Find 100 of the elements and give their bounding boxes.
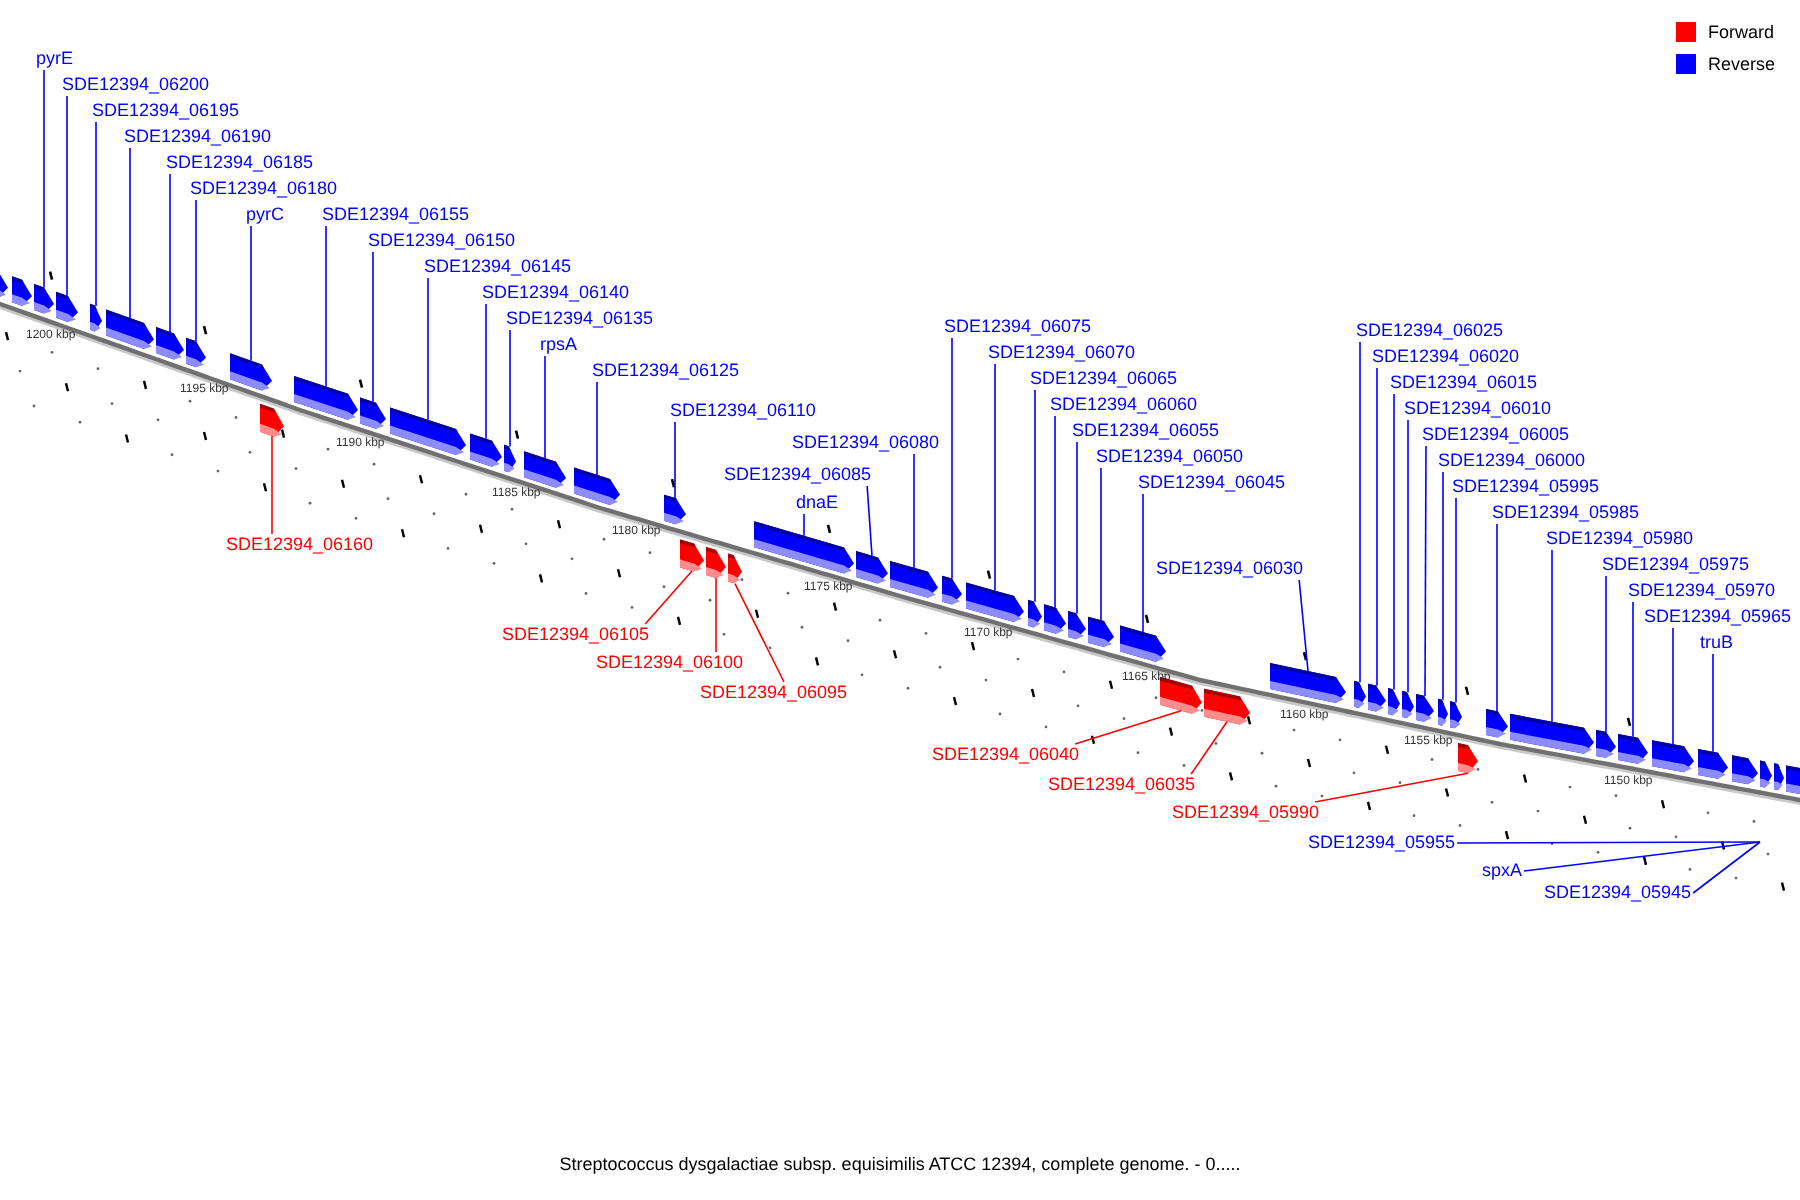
gene-block	[524, 451, 566, 488]
gene-label: SDE12394_06155	[322, 204, 470, 226]
leader-line	[1496, 523, 1498, 713]
gene-block	[360, 397, 386, 429]
gene-label: SDE12394_06105	[502, 624, 650, 646]
gene-block	[1068, 611, 1086, 640]
gene-label: SDE12394_06060	[1050, 394, 1198, 416]
gene-block	[856, 551, 888, 584]
gene-label: pyrC	[246, 204, 285, 226]
gene-block	[56, 291, 78, 323]
leader-line	[1632, 601, 1634, 738]
gene-block	[1698, 748, 1728, 779]
leader-line	[1376, 367, 1378, 687]
gene-label: SDE12394_06040	[932, 744, 1080, 766]
leader-line	[1034, 389, 1036, 603]
gene-label: SDE12394_05965	[1644, 606, 1792, 628]
gene-block	[680, 539, 704, 572]
gene-label: SDE12394_06055	[1072, 420, 1220, 442]
caption: Streptococcus dysgalactiae subsp. equisimilis ATCC 12394, complete genome. - 0.....	[557, 1154, 1243, 1174]
gene-label: SDE12394_06125	[592, 360, 740, 382]
gene-block	[1450, 701, 1462, 729]
leader-line	[1076, 441, 1078, 615]
gene-block	[1120, 625, 1166, 662]
leader-line	[372, 251, 374, 403]
leader-line	[43, 69, 45, 289]
leader-line	[1712, 653, 1714, 753]
gene-block	[966, 582, 1024, 622]
leader-line	[1359, 341, 1361, 683]
gene-label: SDE12394_06025	[1356, 320, 1504, 342]
leader-line	[1100, 467, 1102, 622]
gene-block	[728, 553, 742, 584]
leader-line	[271, 435, 273, 535]
gene-label: SDE12394_05980	[1546, 528, 1694, 550]
gene-label: SDE12394_06180	[190, 178, 338, 200]
gene-block	[1416, 694, 1434, 722]
gene-block	[574, 467, 620, 505]
gene-block	[1270, 662, 1346, 703]
gene-label: SDE12394_06075	[944, 316, 1092, 338]
gene-label: truB	[1700, 632, 1734, 654]
leader-line	[195, 199, 197, 343]
gene-label: dnaE	[796, 492, 839, 514]
leader-line	[509, 329, 511, 448]
gene-block	[1028, 599, 1042, 628]
leader-line	[674, 421, 676, 499]
leader-line	[913, 453, 915, 569]
gene-block	[1760, 760, 1772, 788]
gene-block	[754, 521, 854, 574]
gene-label: SDE12394_06010	[1404, 398, 1552, 420]
gene-block	[1402, 691, 1414, 719]
gene-label: SDE12394_06065	[1030, 368, 1178, 390]
gene-label: SDE12394_06200	[62, 74, 210, 96]
leader-line	[544, 355, 546, 459]
legend-label: Forward	[1708, 22, 1775, 42]
leader-line	[1442, 471, 1444, 701]
gene-label: SDE12394_05975	[1602, 554, 1750, 576]
gene-block	[890, 561, 938, 598]
gene-label: SDE12394_06035	[1048, 774, 1196, 796]
gene-label: SDE12394_06110	[670, 400, 816, 422]
leader-line	[734, 582, 785, 683]
gene-block	[1088, 616, 1114, 648]
gene-label: SDE12394_06030	[1156, 558, 1304, 580]
leader-line	[427, 277, 429, 421]
gene-label: SDE12394_06070	[988, 342, 1136, 364]
gene-label: SDE12394_06145	[424, 256, 572, 278]
gene-block	[1438, 698, 1448, 726]
gene-block	[156, 327, 184, 360]
gene-label: SDE12394_06050	[1096, 446, 1244, 468]
leader-line	[129, 147, 131, 319]
gene-label: pyrE	[36, 48, 74, 70]
gene-label: spxA	[1482, 860, 1523, 882]
gene-block	[1368, 683, 1386, 712]
leader-line	[644, 570, 693, 625]
gene-label: SDE12394_06135	[506, 308, 654, 330]
gene-block	[12, 276, 32, 306]
gene-label: SDE12394_06150	[368, 230, 516, 252]
gene-label: SDE12394_06100	[596, 652, 744, 674]
leader-line	[1393, 393, 1395, 691]
gene-block	[1354, 680, 1366, 708]
gene-block	[0, 269, 8, 298]
gene-label: SDE12394_06015	[1390, 372, 1538, 394]
leader-line	[596, 381, 598, 476]
leader-line	[1551, 549, 1553, 723]
gene-block	[1618, 734, 1648, 764]
leader-line	[1456, 841, 1761, 844]
legend-label: Reverse	[1708, 54, 1776, 74]
gene-block	[230, 353, 272, 391]
leader-line	[1314, 772, 1469, 803]
gene-block	[1044, 604, 1066, 634]
leader-line	[1455, 497, 1457, 704]
leader-line	[1407, 419, 1409, 694]
gene-block	[504, 444, 516, 473]
gene-label: rpsA	[540, 334, 578, 356]
leader-line	[485, 303, 487, 440]
gene-block	[34, 284, 54, 314]
gene-label: SDE12394_05955	[1308, 832, 1456, 854]
gene-label: SDE12394_06185	[166, 152, 314, 174]
gene-label: SDE12394_06085	[724, 464, 872, 486]
leader-line	[169, 173, 171, 333]
leader-line	[250, 225, 252, 362]
gene-label: SDE12394_06190	[124, 126, 272, 148]
